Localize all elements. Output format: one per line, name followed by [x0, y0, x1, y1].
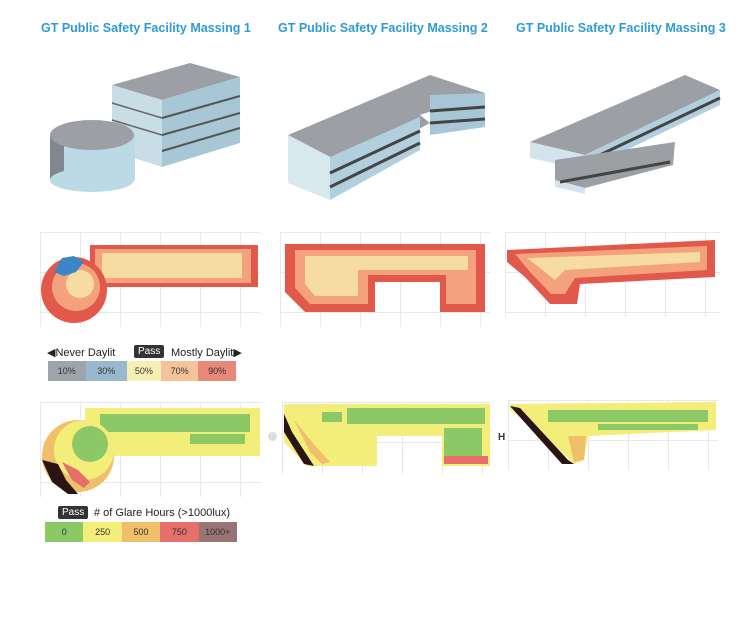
daylight-pass-badge: Pass: [134, 345, 165, 358]
separator-dot: [268, 432, 277, 441]
daylight-step-30: 30%: [85, 361, 127, 381]
daylight-step-70: 70%: [160, 361, 199, 381]
glare-step-250: 250: [83, 522, 122, 542]
glare-legend-title: # of Glare Hours (>1000lux): [94, 507, 231, 519]
daylight-map-2: [280, 232, 490, 327]
daylight-legend-scale: 10% 30% 50% 70% 90%: [48, 361, 236, 381]
glare-legend-scale: 0 250 500 750 1000+: [45, 522, 237, 542]
glare-map-1: [40, 402, 262, 497]
massing-3-model: [525, 70, 730, 195]
title-massing-1: GT Public Safety Facility Massing 1: [41, 21, 251, 35]
title-massing-2: GT Public Safety Facility Massing 2: [278, 21, 488, 35]
title-massing-3: GT Public Safety Facility Massing 3: [516, 21, 726, 35]
marker-h: H: [498, 432, 506, 443]
daylight-legend-right-label: Mostly Daylit▶: [171, 347, 242, 359]
daylight-step-10: 10%: [48, 361, 86, 381]
massing-1-model: [40, 55, 250, 205]
daylight-map-3: [505, 232, 720, 317]
daylight-legend-left-label: ◀Never Daylit: [47, 347, 116, 359]
massing-2-model: [280, 65, 495, 205]
glare-map-3: [508, 400, 718, 470]
glare-pass-badge: Pass: [58, 506, 89, 519]
glare-step-1000plus: 1000+: [198, 522, 237, 542]
glare-map-2: [282, 402, 492, 474]
glare-step-0: 0: [45, 522, 84, 542]
glare-step-500: 500: [121, 522, 161, 542]
daylight-map-1: [40, 232, 260, 327]
daylight-step-50: 50%: [126, 361, 161, 381]
glare-step-750: 750: [160, 522, 199, 542]
daylight-step-90: 90%: [198, 361, 236, 381]
